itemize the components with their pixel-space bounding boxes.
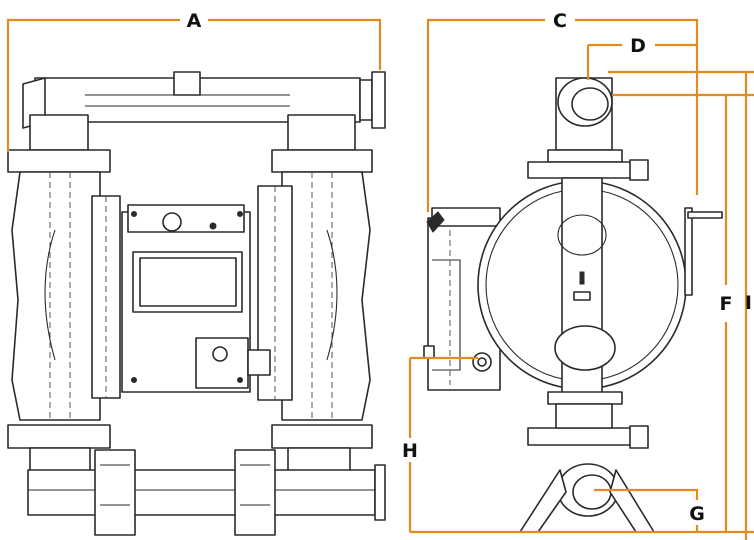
bottom-left-clamp: [7, 424, 111, 449]
left-chamber: [11, 171, 101, 421]
bottom-port: [519, 391, 655, 533]
main-chamber: [477, 177, 723, 396]
label-a: A: [187, 10, 202, 32]
side-view: [423, 77, 723, 533]
right-chamber: [281, 171, 371, 421]
bottom-manifold: [27, 447, 386, 536]
dim-line-h: [408, 356, 478, 532]
label-h: H: [402, 440, 418, 462]
label-f: F: [720, 293, 733, 315]
label-i: I: [745, 292, 752, 314]
dim-leader-top-port: [608, 70, 754, 97]
dim-line-d: [586, 43, 697, 80]
dimension-labels: A C D F H G I: [187, 10, 752, 525]
top-port: [527, 77, 649, 181]
label-c: C: [553, 10, 567, 32]
control-box: [121, 204, 271, 393]
top-left-clamp: [7, 149, 111, 173]
dimension-lines: [6, 18, 754, 540]
dim-line-c: [426, 18, 699, 212]
front-view: [7, 71, 386, 536]
right-flange: [257, 185, 293, 401]
bottom-right-clamp: [271, 424, 373, 449]
top-right-clamp: [271, 149, 373, 173]
label-g: G: [689, 503, 705, 525]
dim-line-a: [6, 18, 382, 152]
top-manifold: [22, 71, 386, 151]
label-d: D: [630, 35, 646, 57]
dim-line-g: [594, 488, 699, 532]
